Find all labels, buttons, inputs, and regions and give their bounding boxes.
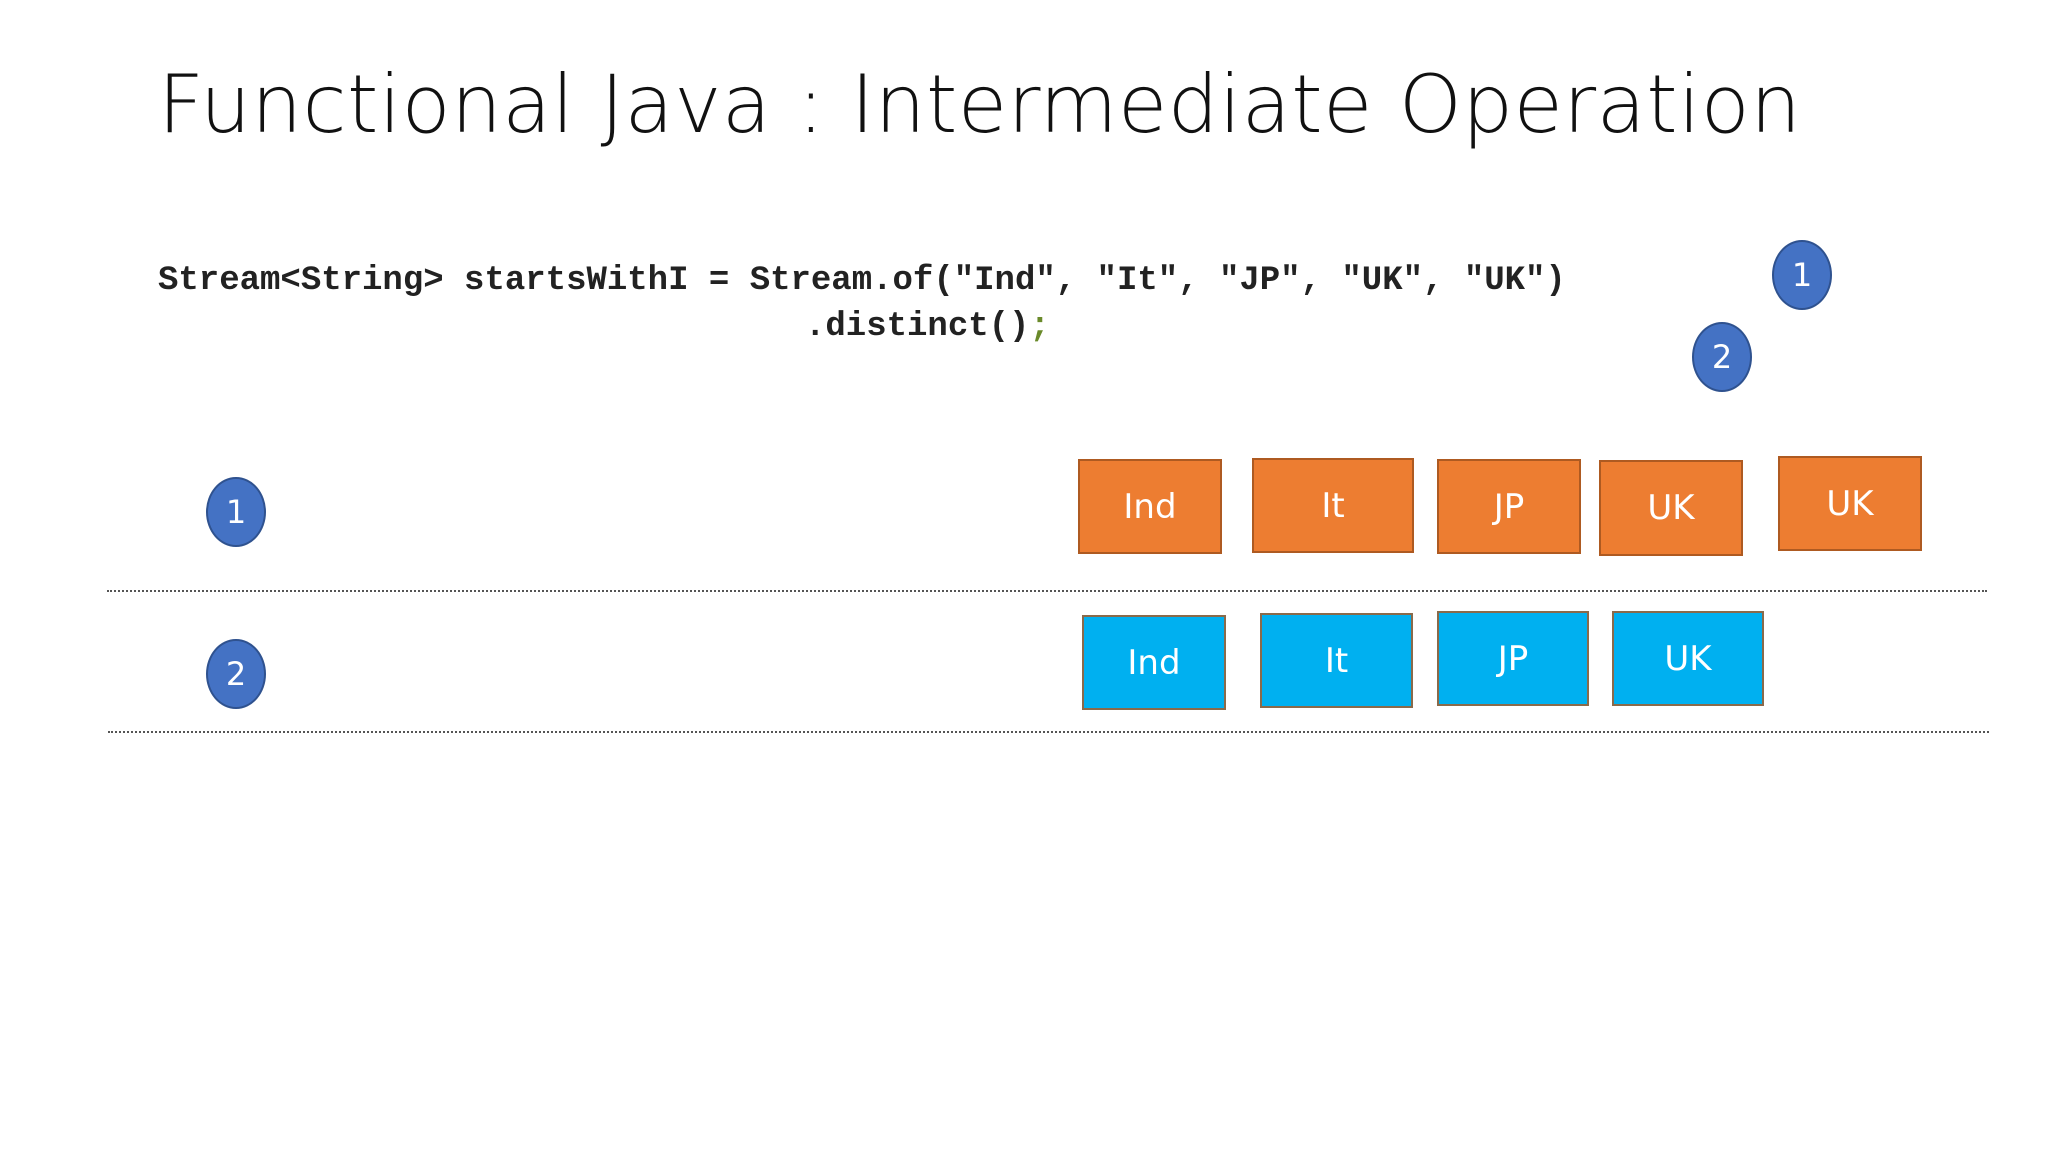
row-marker-1: 1 — [206, 477, 266, 547]
input-element-1: Ind — [1078, 459, 1222, 554]
input-element-4: UK — [1599, 460, 1743, 556]
row-divider-1 — [107, 590, 1987, 592]
slide-title: Functional Java : Intermediate Operation — [158, 58, 1802, 151]
row-marker-2: 2 — [206, 639, 266, 709]
code-marker-2: 2 — [1692, 322, 1752, 392]
output-element-4: UK — [1612, 611, 1764, 706]
distinct-call: .distinct() — [805, 308, 1030, 346]
input-element-2: It — [1252, 458, 1414, 553]
row-divider-2 — [108, 731, 1989, 733]
input-element-3: JP — [1437, 459, 1581, 554]
output-element-1: Ind — [1082, 615, 1226, 710]
output-element-2: It — [1260, 613, 1413, 708]
code-semicolon: ; — [1029, 308, 1050, 346]
code-line-1: Stream<String> startsWithI = Stream.of("… — [158, 262, 1566, 300]
code-marker-1: 1 — [1772, 240, 1832, 310]
output-element-3: JP — [1437, 611, 1589, 706]
input-element-5: UK — [1778, 456, 1922, 551]
code-line-2: .distinct(); — [805, 308, 1050, 346]
